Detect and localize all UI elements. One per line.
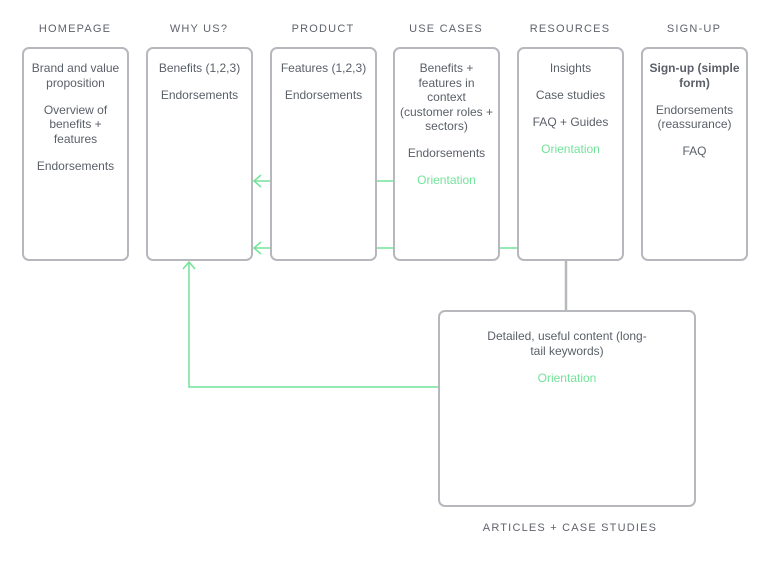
articles-to-why-us-arrow: [182, 260, 440, 388]
column-title-why-us: WHY US?: [169, 23, 229, 35]
column-title-use-cases: USE CASES: [409, 23, 483, 35]
product-box: Features (1,2,3) Endorsements: [270, 47, 377, 261]
homepage-item-brand: Brand and value proposition: [31, 61, 120, 90]
product-item-endorsements: Endorsements: [284, 88, 363, 102]
product-item-features: Features (1,2,3): [280, 61, 367, 75]
use-cases-item-benefits-features: Benefits + features in context (customer…: [399, 61, 494, 133]
resources-item-insights: Insights: [549, 61, 592, 75]
why-us-box: Benefits (1,2,3) Endorsements: [146, 47, 253, 261]
resources-item-case-studies: Case studies: [535, 88, 606, 102]
articles-item-orientation: Orientation: [537, 370, 597, 385]
sign-up-box: Sign-up (simple form) Endorsements (reas…: [641, 47, 748, 261]
why-us-item-benefits: Benefits (1,2,3): [158, 61, 241, 75]
sign-up-item-form: Sign-up (simple form): [649, 61, 740, 90]
resources-item-faq-guides: FAQ + Guides: [532, 115, 609, 129]
sign-up-item-faq: FAQ: [682, 144, 707, 158]
use-cases-item-orientation: Orientation: [417, 173, 476, 187]
column-title-resources: RESOURCES: [529, 23, 611, 35]
articles-item-content: Detailed, useful content (long-tail keyw…: [487, 329, 647, 358]
resources-item-orientation: Orientation: [541, 142, 600, 156]
sign-up-item-endorsements: Endorsements (reassurance): [655, 102, 734, 132]
column-title-sign-up: SIGN-UP: [666, 23, 722, 35]
use-cases-item-endorsements: Endorsements: [407, 146, 486, 160]
homepage-box: Brand and value proposition Overview of …: [22, 47, 129, 261]
homepage-item-overview: Overview of benefits + features: [43, 102, 108, 146]
why-us-item-endorsements: Endorsements: [160, 88, 239, 102]
articles-title: ARTICLES + CASE STUDIES: [482, 522, 658, 534]
homepage-item-endorsements: Endorsements: [36, 158, 115, 173]
articles-box: Detailed, useful content (long-tail keyw…: [438, 310, 696, 507]
resources-box: Insights Case studies FAQ + Guides Orien…: [517, 47, 624, 261]
column-title-homepage: HOMEPAGE: [38, 23, 112, 35]
column-title-product: PRODUCT: [291, 23, 355, 35]
use-cases-box: Benefits + features in context (customer…: [393, 47, 500, 261]
